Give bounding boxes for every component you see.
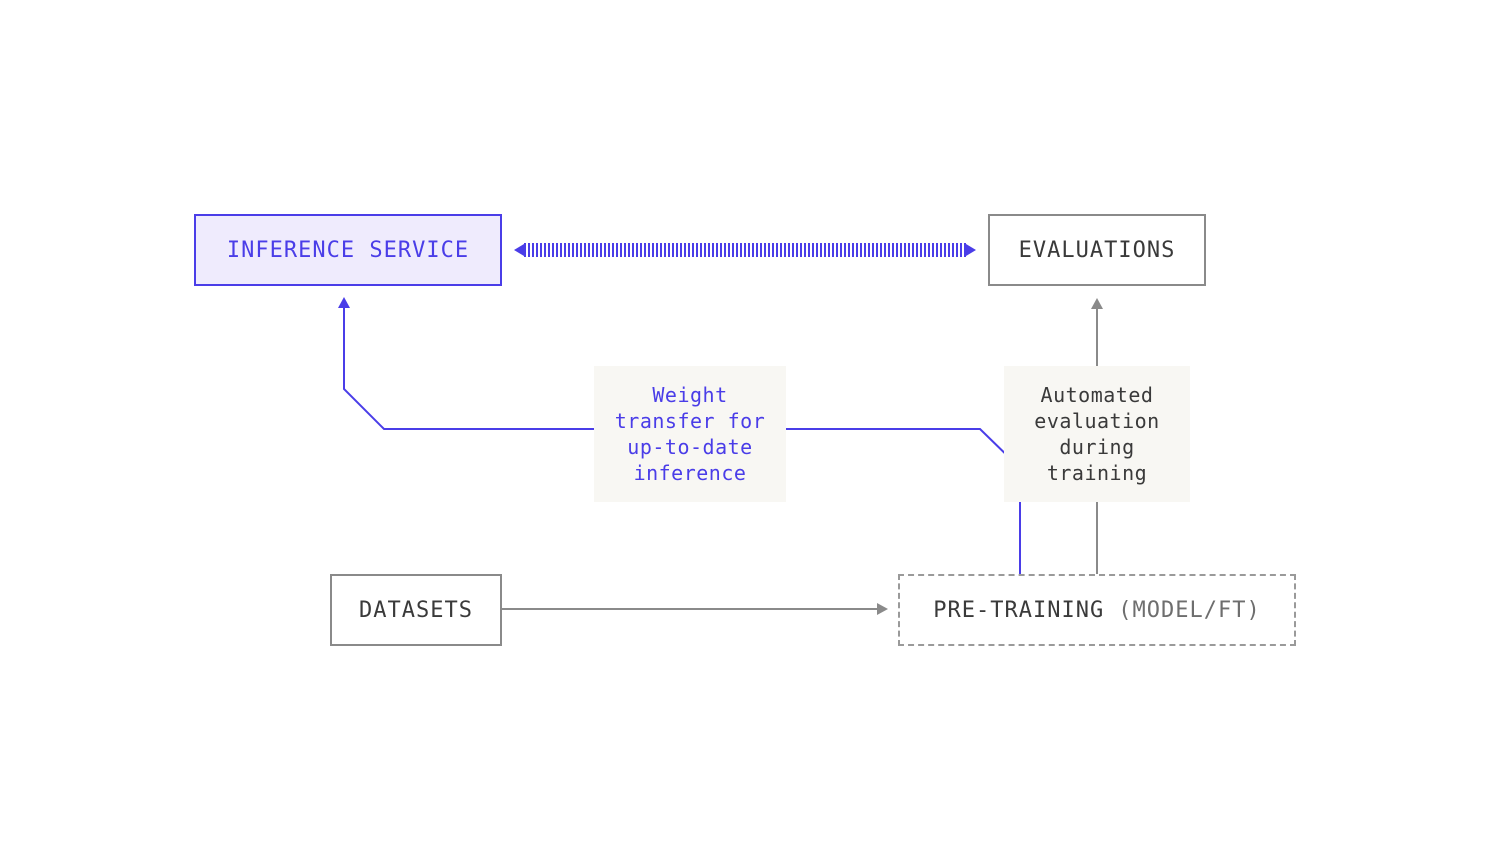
inference-service-label: INFERENCE SERVICE (226, 237, 470, 263)
evaluations-label: EVALUATIONS (1018, 237, 1176, 263)
automated-evaluation-annotation: Automated evaluation during training (1004, 366, 1190, 502)
weight-transfer-annotation: Weight transfer for up-to-date inference (594, 366, 786, 502)
datasets-to-pretraining-arrow (502, 603, 888, 615)
datasets-node: DATASETS (330, 574, 502, 646)
pretraining-qualifier: (MODEL/FT) (1118, 597, 1261, 623)
inference-evaluations-bidirectional-arrow (514, 243, 976, 257)
datasets-label: DATASETS (359, 597, 473, 623)
automated-evaluation-line: during (1059, 435, 1135, 459)
evaluations-node: EVALUATIONS (988, 214, 1206, 286)
pretraining-node: PRE-TRAINING (MODEL/FT) (898, 574, 1296, 646)
automated-evaluation-arrow (1091, 298, 1103, 576)
weight-transfer-line: inference (633, 461, 747, 485)
weight-transfer-line: transfer for (614, 409, 766, 433)
weight-transfer-arrow (338, 297, 1021, 576)
weight-transfer-line: up-to-date (627, 435, 753, 459)
automated-evaluation-line: training (1046, 461, 1148, 485)
automated-evaluation-line: evaluation (1034, 409, 1160, 433)
inference-service-node: INFERENCE SERVICE (194, 214, 502, 286)
pretraining-label: PRE-TRAINING (933, 597, 1105, 623)
automated-evaluation-line: Automated (1040, 383, 1154, 407)
weight-transfer-line: Weight (652, 383, 728, 407)
